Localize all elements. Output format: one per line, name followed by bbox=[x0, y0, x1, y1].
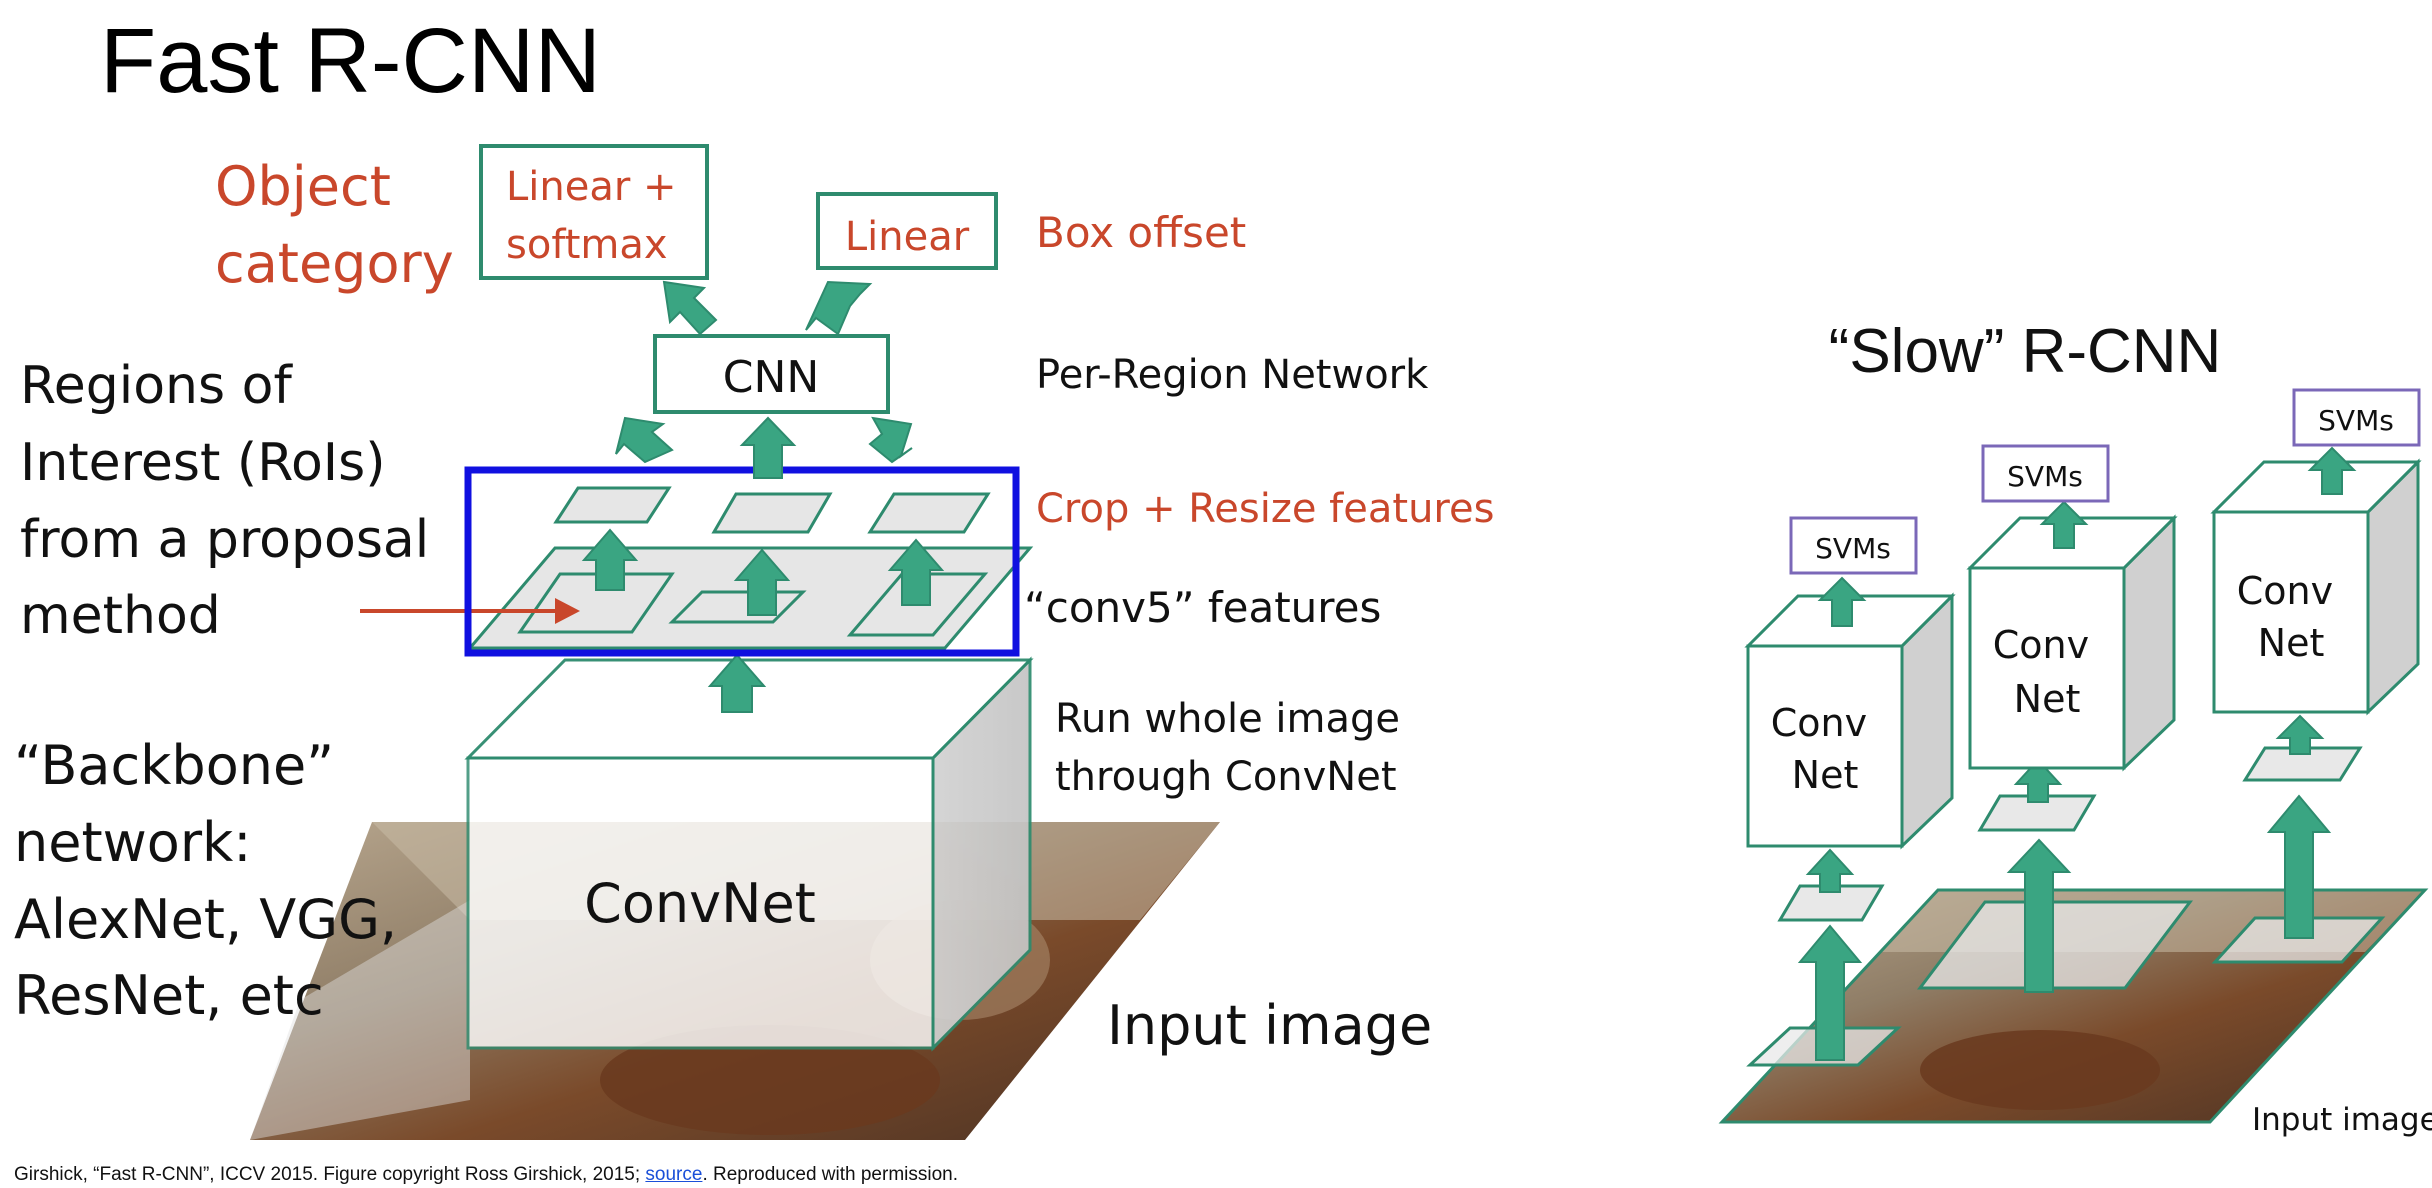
svms-box-1 bbox=[1789, 516, 1918, 575]
source-link[interactable]: source bbox=[645, 1164, 703, 1185]
up-arrow-convnet bbox=[707, 653, 767, 713]
linear-label: Linear bbox=[845, 214, 970, 260]
slow-rcnn-title: “Slow” R-CNN bbox=[1829, 317, 2222, 386]
slow-warped-crops bbox=[1777, 746, 2363, 922]
conv-net-cube-2 bbox=[1966, 514, 2178, 772]
slow-rcnn-diagram: “Slow” R-CNN Input image bbox=[1718, 317, 2432, 1138]
per-region-network-label: Per-Region Network bbox=[1036, 352, 1429, 398]
svms-box-2 bbox=[1981, 444, 2110, 503]
cropped-features bbox=[553, 486, 991, 534]
page-title: Fast R-CNN bbox=[100, 10, 601, 112]
convnet-box bbox=[464, 656, 1034, 1052]
run-whole-image-label: Run whole image through ConvNet bbox=[1055, 696, 1413, 800]
linear-box bbox=[816, 192, 998, 270]
linear-softmax-label: Linear + softmax bbox=[506, 164, 689, 268]
convnet-label: ConvNet bbox=[584, 872, 816, 935]
conv-net-label-1: Conv Net bbox=[1771, 701, 1879, 797]
svms-box-3 bbox=[2292, 388, 2421, 447]
conv5-features-label: “conv5” features bbox=[1024, 583, 1381, 632]
box-offset-label: Box offset bbox=[1036, 208, 1246, 257]
footer-citation: Girshick, “Fast R-CNN”, ICCV 2015. Figur… bbox=[14, 1164, 958, 1186]
cnn-box bbox=[653, 334, 890, 414]
conv-net-cube-1 bbox=[1744, 592, 1956, 850]
footer-prefix: Girshick, “Fast R-CNN”, ICCV 2015. Figur… bbox=[14, 1164, 646, 1185]
slow-svm-arrows bbox=[1817, 446, 2357, 627]
region-highlight-box bbox=[464, 466, 1020, 657]
up-arrows-cnn bbox=[615, 416, 913, 479]
conv-net-label-3: Conv Net bbox=[2237, 569, 2345, 665]
rois-label: Regions of Interest (RoIs) from a propos… bbox=[20, 356, 446, 646]
svms-label-3: SVMs bbox=[2318, 404, 2394, 437]
svms-label-1: SVMs bbox=[1815, 532, 1891, 565]
cnn-label: CNN bbox=[723, 352, 820, 403]
slow-input-image-label: Input image bbox=[2252, 1102, 2432, 1138]
linear-softmax-box bbox=[479, 144, 709, 280]
crop-resize-label: Crop + Resize features bbox=[1036, 486, 1494, 532]
svms-label-2: SVMs bbox=[2007, 460, 2083, 493]
up-arrows-heads bbox=[662, 280, 873, 336]
input-image-label: Input image bbox=[1107, 994, 1432, 1057]
fast-rcnn-diagram: ConvNet bbox=[14, 144, 1494, 1140]
roi-arrow bbox=[360, 598, 580, 624]
slow-small-arrows bbox=[1805, 714, 2325, 893]
object-category-label: Object category bbox=[215, 155, 454, 295]
conv-net-cube-3 bbox=[2210, 458, 2422, 716]
backbone-label: “Backbone” network: AlexNet, VGG, ResNet… bbox=[14, 734, 414, 1027]
conv-net-label-2: Conv Net bbox=[1993, 623, 2101, 721]
slow-tall-arrows bbox=[1797, 794, 2332, 1061]
footer-suffix: . Reproduced with permission. bbox=[702, 1164, 959, 1185]
up-arrows-crop bbox=[581, 528, 945, 616]
slow-region-crops bbox=[1746, 900, 2386, 1067]
